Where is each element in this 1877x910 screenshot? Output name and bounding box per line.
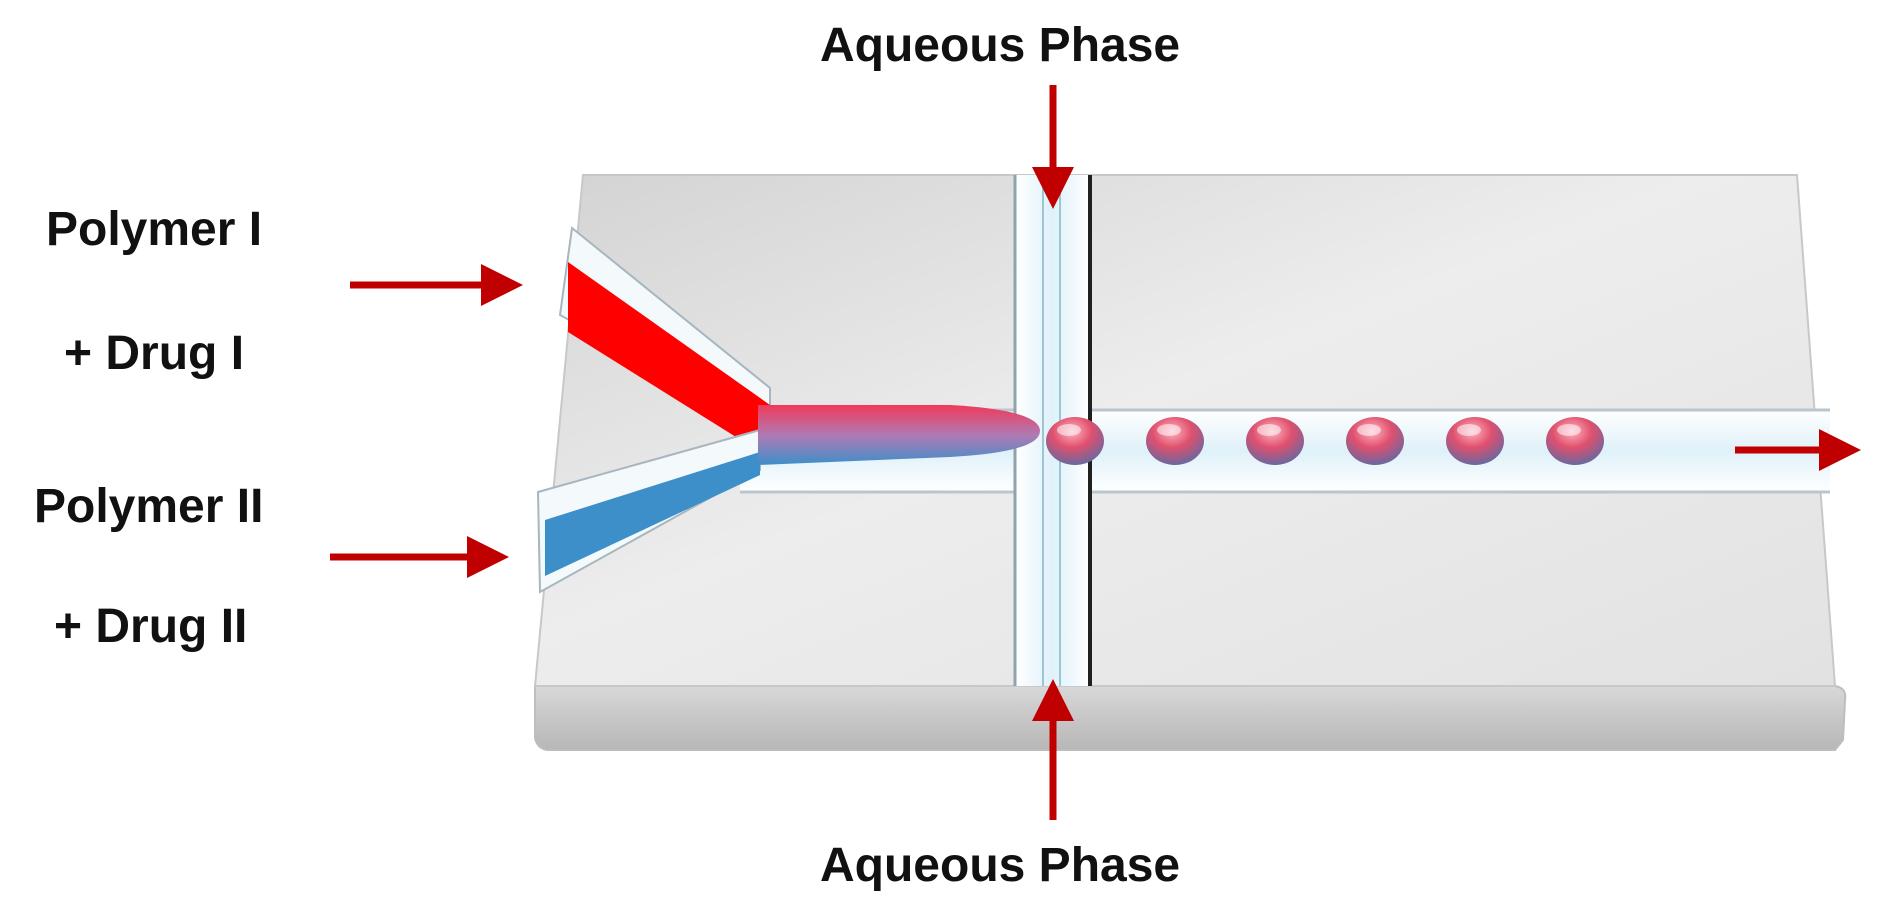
droplet (1246, 417, 1304, 465)
inlet-channel-polymer-one (568, 262, 770, 452)
chip-front-face (534, 685, 1847, 751)
drug-one-label: + Drug I (64, 327, 245, 380)
mixed-polymer-stream (758, 405, 1040, 465)
droplet-highlight (1557, 424, 1581, 436)
droplet (1046, 417, 1104, 465)
droplet (1446, 417, 1504, 465)
droplet (1546, 417, 1604, 465)
aqueous-phase-bottom-label: Aqueous Phase (820, 839, 1181, 892)
droplet-highlight (1157, 424, 1181, 436)
drug-two-label: + Drug II (54, 600, 248, 653)
droplet (1146, 417, 1204, 465)
aqueous-phase-top-label: Aqueous Phase (820, 19, 1181, 72)
droplet-group (1046, 417, 1604, 465)
droplet-highlight (1057, 424, 1081, 436)
droplet (1346, 417, 1404, 465)
inlet-channel-polymer-two (545, 452, 760, 576)
polymer-one-label: Polymer I (46, 203, 263, 256)
droplet-highlight (1457, 424, 1481, 436)
droplet-highlight (1257, 424, 1281, 436)
droplet-highlight (1357, 424, 1381, 436)
polymer-two-label: Polymer II (34, 480, 264, 533)
